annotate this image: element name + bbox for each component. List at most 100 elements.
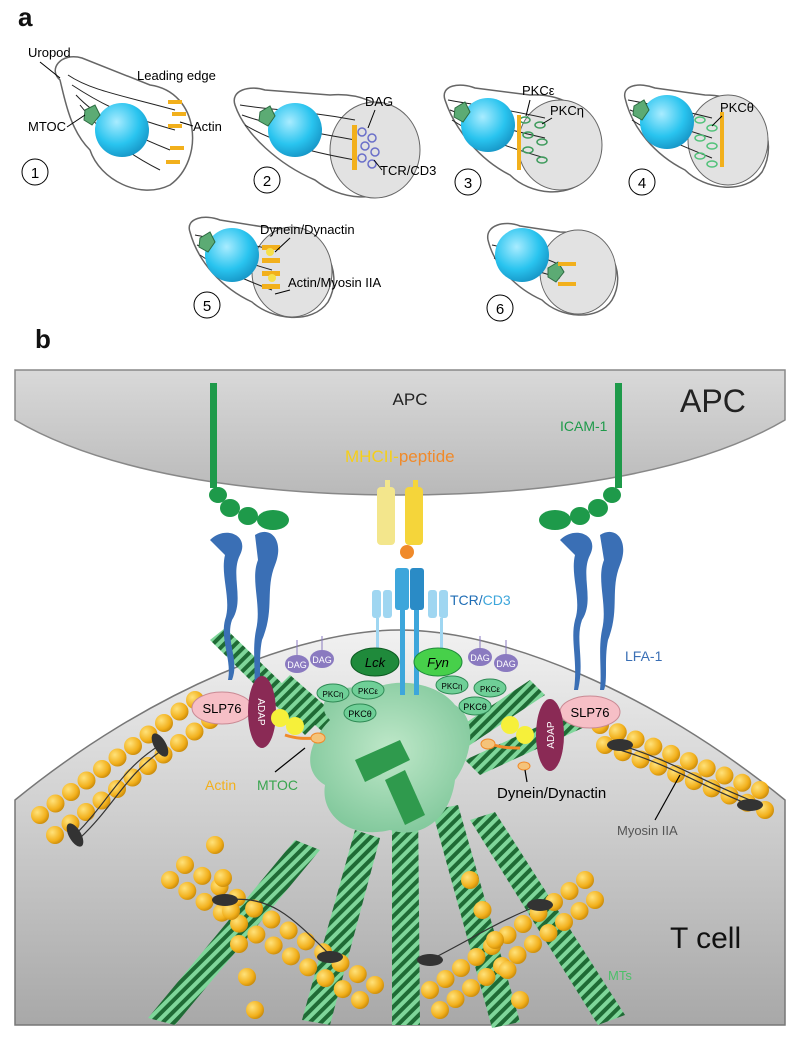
cell-step-2 bbox=[233, 87, 421, 199]
tcr-text: TCR/ bbox=[450, 592, 483, 608]
cell-step-6 bbox=[487, 222, 619, 316]
slp76-right: SLP76 bbox=[559, 695, 621, 729]
actin-filaments bbox=[31, 691, 774, 1019]
actin-bead bbox=[366, 976, 384, 994]
cell-step-4 bbox=[624, 84, 770, 188]
svg-text:6: 6 bbox=[496, 301, 504, 318]
actin-bead bbox=[697, 759, 716, 778]
actin-bead bbox=[662, 744, 681, 763]
actin-bead bbox=[46, 794, 65, 813]
svg-text:PKCη: PKCη bbox=[442, 682, 463, 691]
actin-bead bbox=[170, 734, 188, 752]
mts-label: MTs bbox=[608, 968, 632, 983]
actin-bead bbox=[446, 990, 465, 1008]
actin-myosin-label-a: Actin/Myosin IIA bbox=[288, 275, 382, 290]
actin-bead bbox=[348, 965, 367, 984]
apc-center-label: APC bbox=[393, 390, 428, 409]
pkc-eta-label-a: PKCη bbox=[550, 103, 584, 118]
svg-text:ADAP: ADAP bbox=[255, 698, 266, 726]
tcell-label: T cell bbox=[670, 922, 741, 955]
actin-myosin-arrow bbox=[274, 289, 291, 295]
actin-bead bbox=[155, 714, 173, 732]
actin-bead bbox=[431, 1001, 449, 1019]
actin-bead bbox=[92, 791, 111, 810]
actin-bead bbox=[262, 910, 281, 929]
dynein-label-b: Dynein/Dynactin bbox=[497, 785, 606, 802]
actin-bead bbox=[139, 757, 157, 775]
actin-bead bbox=[77, 771, 96, 790]
tcr-cd3-complex bbox=[372, 568, 448, 695]
actin-label-b: Actin bbox=[205, 777, 236, 793]
actin-bead bbox=[161, 871, 179, 889]
pkc-epsilon-arrow bbox=[525, 99, 531, 117]
actin-bead bbox=[247, 925, 266, 944]
actin-bead bbox=[176, 856, 194, 874]
actin-bead bbox=[279, 921, 298, 940]
svg-text:DAG: DAG bbox=[496, 659, 516, 669]
actin-bead bbox=[586, 891, 604, 909]
actin-bead bbox=[477, 968, 496, 986]
uropod-arrow bbox=[39, 61, 61, 79]
step-4-marker: 4 bbox=[628, 168, 656, 196]
actin-bead bbox=[539, 924, 558, 942]
actin-bead bbox=[230, 935, 248, 953]
actin-bead bbox=[720, 786, 739, 805]
cell-step-1 bbox=[54, 56, 194, 191]
actin-bead bbox=[679, 752, 698, 771]
slp76-left: SLP76 bbox=[191, 691, 253, 725]
panel-a-letter: a bbox=[18, 2, 33, 32]
svg-text:DAG: DAG bbox=[312, 655, 332, 665]
actin-bead bbox=[576, 871, 594, 889]
svg-text:PKCε: PKCε bbox=[480, 685, 500, 694]
actin-bead bbox=[193, 866, 212, 885]
actin-bead bbox=[238, 968, 256, 986]
tcr-label-a: TCR/CD3 bbox=[380, 163, 436, 178]
svg-text:SLP76: SLP76 bbox=[570, 705, 609, 720]
actin-bead bbox=[570, 902, 589, 920]
actin-bead bbox=[467, 948, 486, 966]
lfa1-label: LFA-1 bbox=[625, 648, 663, 664]
actin-bead bbox=[108, 748, 127, 767]
actin-bead bbox=[461, 871, 479, 889]
svg-text:3: 3 bbox=[464, 175, 472, 192]
step-5-marker: 5 bbox=[193, 291, 221, 319]
actin-bead bbox=[46, 826, 64, 844]
actin-bead bbox=[178, 881, 197, 900]
dag-arrow bbox=[367, 109, 376, 129]
actin-bead bbox=[185, 722, 204, 741]
svg-text:Lck: Lck bbox=[365, 655, 387, 670]
actin-bead bbox=[62, 783, 80, 801]
actin-bead bbox=[524, 935, 542, 953]
svg-text:5: 5 bbox=[203, 298, 211, 315]
dag-label-a: DAG bbox=[365, 94, 393, 109]
actin-bead bbox=[473, 901, 492, 919]
fyn-kinase: Fyn bbox=[413, 647, 463, 677]
dynein-left bbox=[271, 709, 326, 744]
actin-bead bbox=[222, 902, 240, 920]
svg-text:PKCθ: PKCθ bbox=[463, 702, 487, 712]
actin-bead bbox=[281, 947, 300, 966]
actin-bead bbox=[452, 959, 470, 977]
actin-bead bbox=[214, 869, 232, 887]
actin-bead bbox=[436, 970, 455, 988]
svg-text:PKCε: PKCε bbox=[358, 687, 378, 696]
svg-text:DAG: DAG bbox=[287, 660, 307, 670]
actin-bead bbox=[555, 913, 573, 931]
icam1-left bbox=[209, 383, 289, 530]
myosin-heads bbox=[66, 733, 763, 966]
tcr-cd3-label: TCR/CD3 bbox=[450, 592, 511, 608]
dynein-right bbox=[480, 716, 534, 771]
actin-bead bbox=[124, 737, 142, 755]
actin-bead bbox=[316, 969, 335, 988]
pkc-eta-arrow bbox=[541, 117, 553, 125]
actin-bead bbox=[462, 979, 480, 997]
svg-text:PKCθ: PKCθ bbox=[348, 709, 372, 719]
dynein-arrow-b bbox=[524, 769, 528, 783]
actin-bead bbox=[333, 980, 352, 999]
actin-bead bbox=[508, 946, 527, 964]
step-2-marker: 2 bbox=[253, 166, 281, 194]
actin-bead bbox=[31, 806, 49, 824]
actin-bead bbox=[733, 773, 752, 792]
pkc-theta-arrow bbox=[711, 115, 723, 127]
actin-bead bbox=[715, 766, 734, 785]
